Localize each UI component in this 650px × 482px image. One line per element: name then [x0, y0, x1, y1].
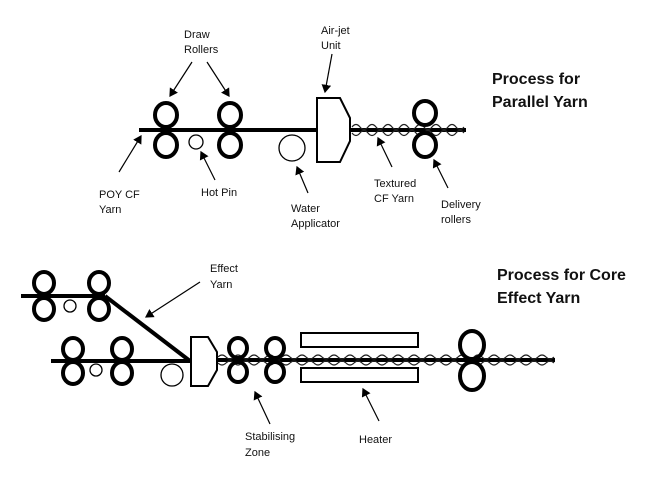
- arrow-hot-pin: [199, 150, 216, 181]
- label-rollers-delivery: rollers: [441, 214, 471, 226]
- label-textured: Textured: [374, 178, 416, 190]
- core-water-applicator: [160, 363, 184, 387]
- label-rollers: Rollers: [184, 44, 219, 56]
- title-parallel-line2: Parallel Yarn: [492, 94, 588, 111]
- textured-yarn: [350, 123, 466, 137]
- label-heater: Heater: [359, 434, 392, 446]
- label-effect-yarn: Yarn: [210, 279, 232, 291]
- effect-roller-pair-2: [87, 270, 111, 322]
- title-core-line1: Process for Core: [497, 267, 626, 284]
- water-applicator: [278, 134, 306, 162]
- arrow-stabilising: [253, 390, 271, 425]
- label-effect: Effect: [210, 263, 238, 275]
- label-zone: Zone: [245, 447, 270, 459]
- title-parallel-line1: Process for: [492, 71, 580, 88]
- heater-lower-plate: [300, 367, 419, 383]
- label-poy-yarn: Yarn: [99, 204, 121, 216]
- draw-roller-pair-2: [217, 101, 243, 159]
- draw-roller-pair-1: [153, 101, 179, 159]
- label-air-jet: Air-jet: [321, 25, 350, 37]
- delivery-rollers: [412, 99, 438, 159]
- stabilising-roller-pair-2: [264, 336, 286, 384]
- label-cf-yarn: CF Yarn: [374, 193, 414, 205]
- core-delivery-rollers: [458, 329, 486, 392]
- arrow-heater: [361, 387, 380, 422]
- label-stabilising: Stabilising: [245, 431, 295, 443]
- label-unit: Unit: [321, 40, 341, 52]
- arrow-effect-yarn: [144, 281, 201, 318]
- label-water: Water: [291, 203, 320, 215]
- heater-upper-plate: [300, 332, 419, 348]
- core-hot-pin: [89, 363, 103, 377]
- arrow-textured: [376, 136, 393, 168]
- effect-roller-pair-1: [32, 270, 56, 322]
- label-poy: POY CF: [99, 189, 140, 201]
- hot-pin: [188, 134, 204, 150]
- core-roller-pair-1: [61, 336, 85, 386]
- arrow-draw-roller-1: [169, 61, 193, 98]
- effect-hot-pin: [63, 299, 77, 313]
- effect-yarn-diagonal: [103, 294, 192, 363]
- arrow-air-jet: [321, 53, 333, 94]
- arrow-poy: [118, 134, 142, 173]
- core-effect-yarn-process: Effect Yarn Stabilising Zone Heater Proc…: [21, 263, 626, 459]
- title-core-line2: Effect Yarn: [497, 290, 580, 307]
- stabilising-roller-pair-1: [227, 336, 249, 384]
- arrow-delivery: [432, 158, 449, 189]
- label-delivery: Delivery: [441, 199, 481, 211]
- air-jet-unit: [316, 97, 351, 163]
- label-hot-pin: Hot Pin: [201, 187, 237, 199]
- arrow-draw-roller-2: [206, 61, 230, 98]
- parallel-yarn-process: Draw Rollers Air-jet Unit POY CF Yarn Ho…: [99, 25, 588, 230]
- label-applicator: Applicator: [291, 218, 340, 230]
- arrow-water: [295, 165, 309, 194]
- core-air-jet-unit: [190, 336, 218, 387]
- core-roller-pair-2: [110, 336, 134, 386]
- label-draw: Draw: [184, 29, 210, 41]
